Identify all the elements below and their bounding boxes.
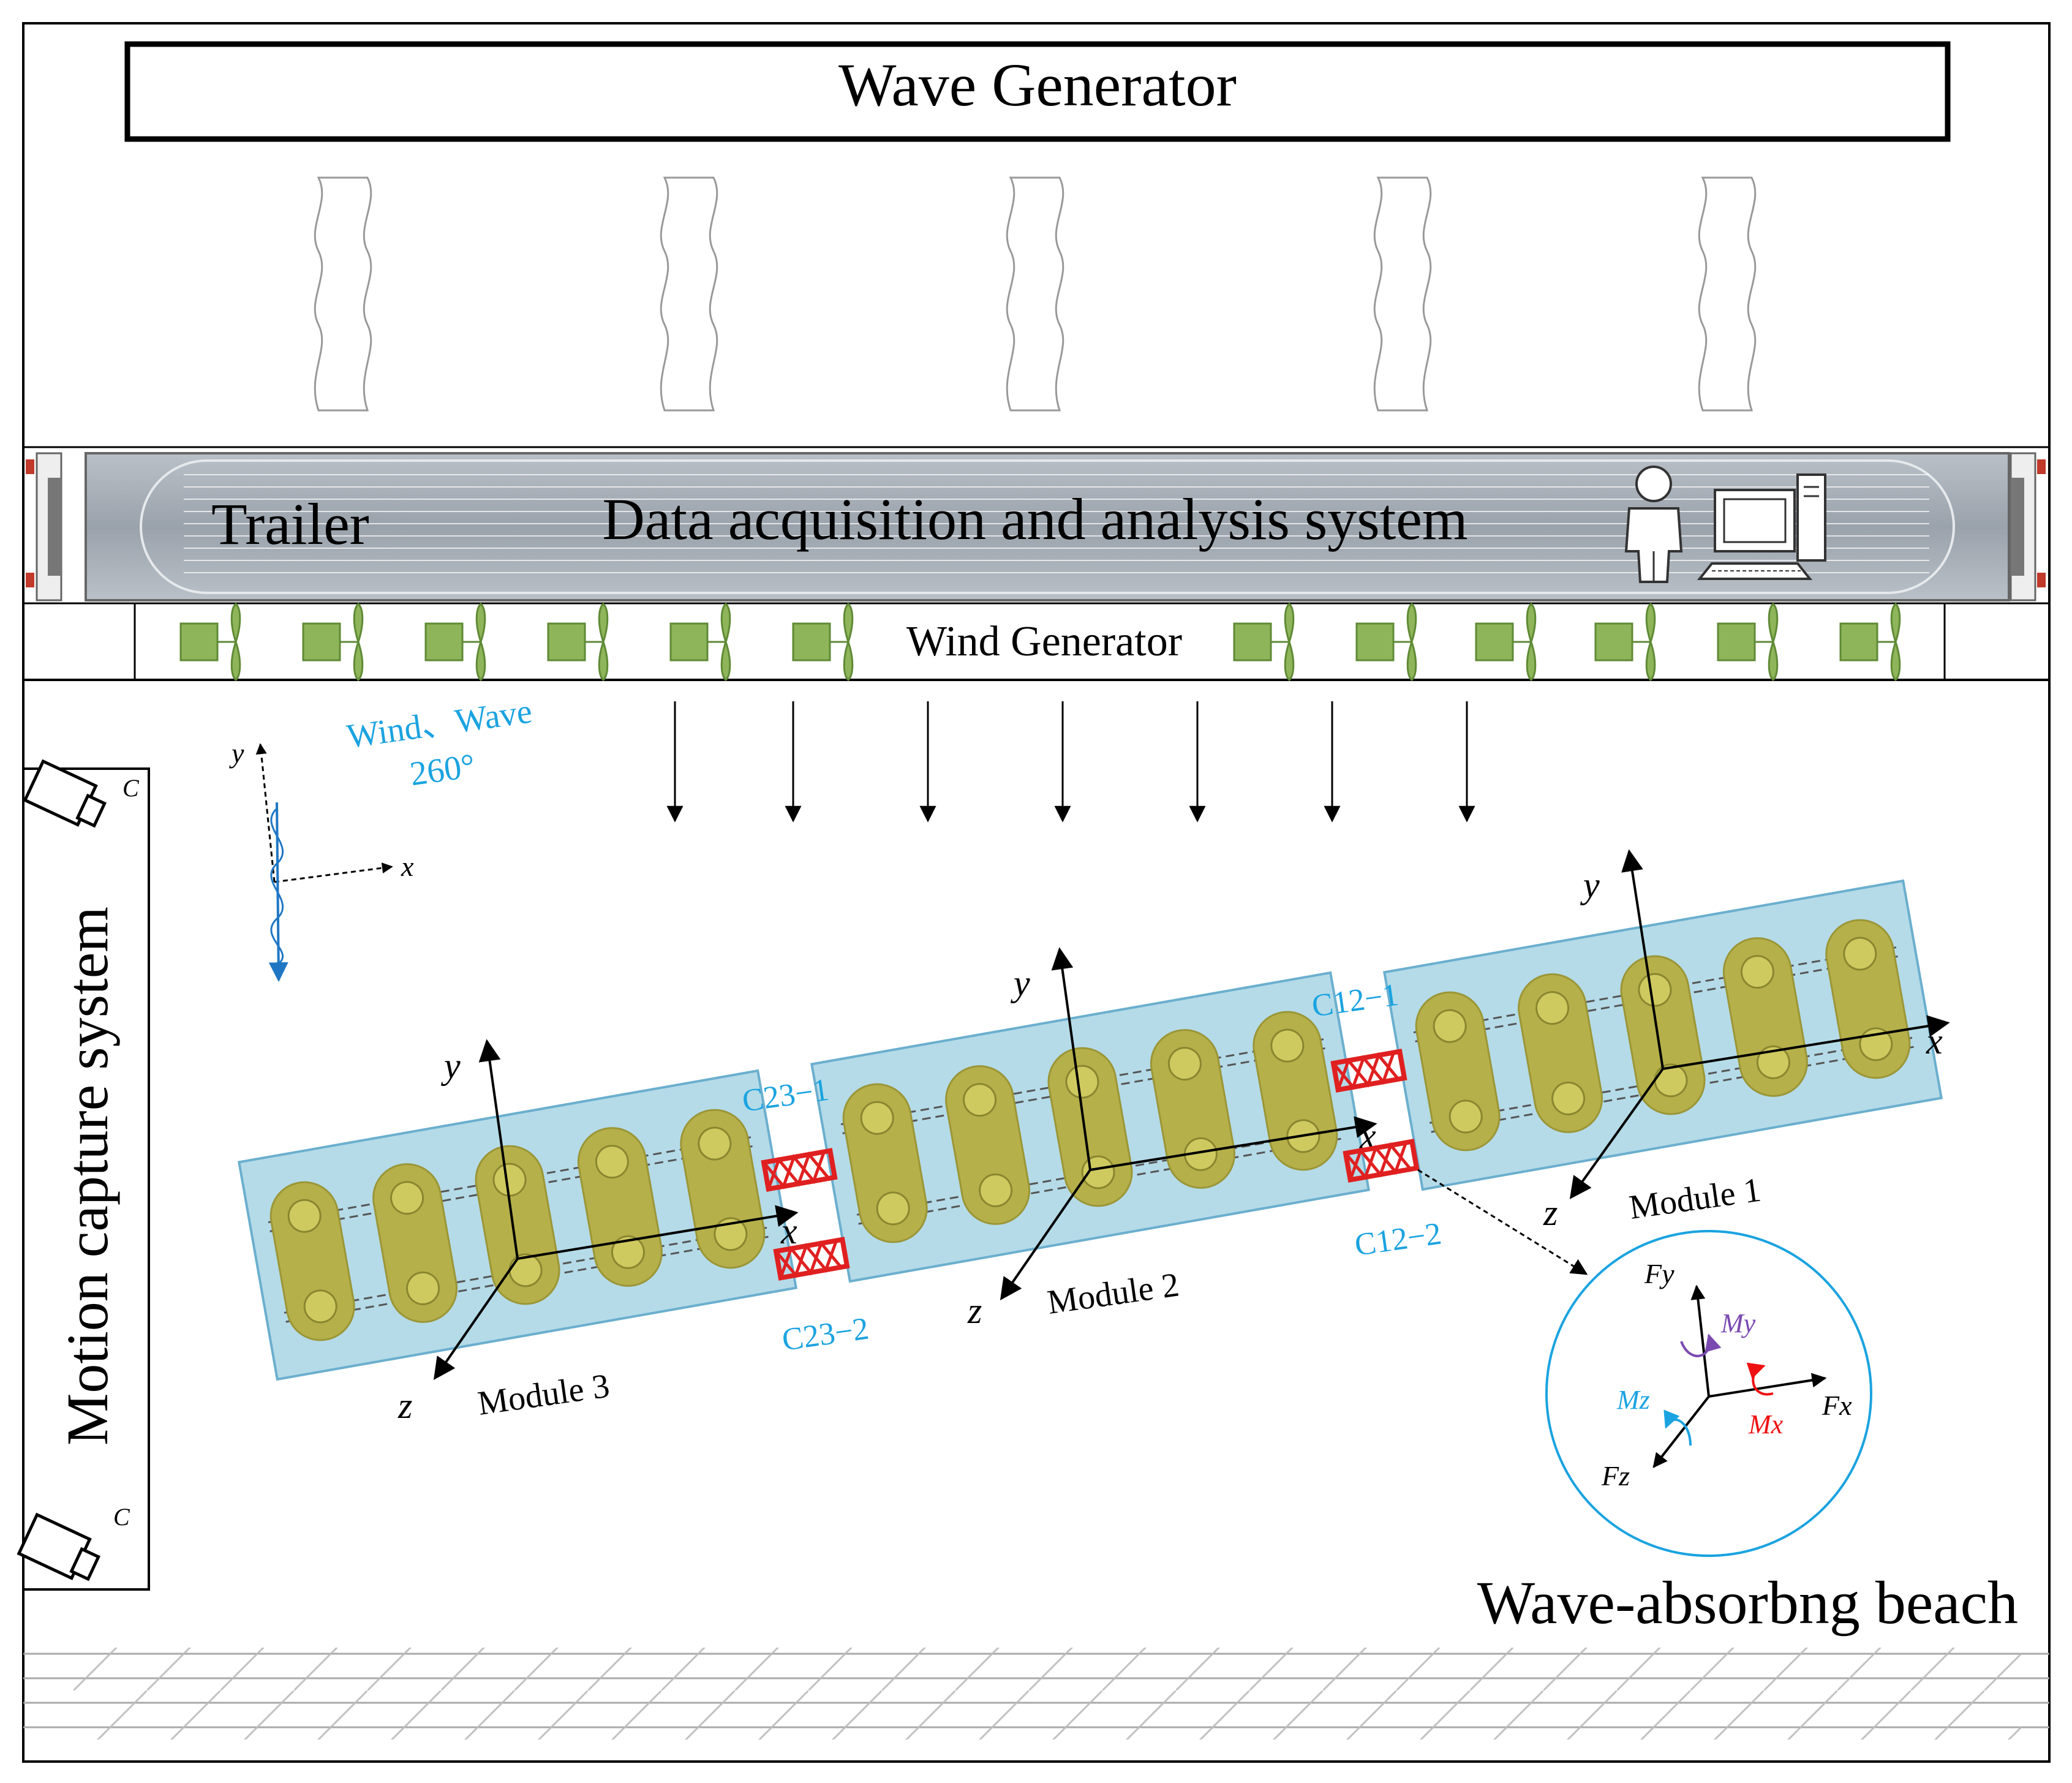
wave-shapes: [314, 176, 1757, 412]
direction-angle: 260°: [407, 747, 477, 793]
motion-capture-label: Motion capture system: [55, 907, 120, 1446]
wind-generator-label: Wind Generator: [906, 618, 1182, 665]
beach-label: Wave-absorbng beach: [1477, 1569, 2018, 1637]
force-fx: Fx: [1821, 1390, 1852, 1421]
camera-mark: C: [113, 1503, 130, 1531]
trailer-label: Trailer: [211, 491, 369, 557]
module-1-label: Module 1: [1627, 1170, 1763, 1226]
moment-my: My: [1720, 1308, 1756, 1338]
dir-axis-y: y: [229, 737, 244, 769]
wave-icon: [1373, 176, 1432, 412]
force-fy: Fy: [1644, 1258, 1675, 1289]
direction-label: Wind、Wave: [345, 692, 535, 756]
module-1: y x z Module 1: [1382, 849, 1950, 1233]
moment-mx: Mx: [1748, 1409, 1784, 1439]
wave-icon: [1006, 176, 1064, 412]
wave-absorbing-beach: Wave-absorbng beach: [23, 1569, 2049, 1740]
moment-mz: Mz: [1616, 1385, 1650, 1415]
m3-axis-x: x: [780, 1211, 797, 1251]
m1-axis-x: x: [1926, 1021, 1943, 1061]
c12-2-label: C12−2: [1352, 1216, 1444, 1263]
person-icon: [1624, 466, 1683, 583]
computer-icon: [1697, 473, 1826, 580]
motion-capture-system: C C Motion capture system: [19, 761, 150, 1591]
wave-generator: Wave Generator: [124, 41, 1951, 142]
dir-axis-x: x: [401, 851, 414, 882]
system-label: Data acquisition and analysis system: [602, 486, 1467, 552]
force-fz: Fz: [1601, 1460, 1630, 1491]
wind-generator: Wind Generator: [23, 602, 2049, 681]
m1-axis-y: y: [1580, 865, 1600, 905]
wave-generator-label: Wave Generator: [838, 51, 1237, 119]
m2-axis-z: z: [967, 1291, 982, 1331]
connector-c12-1: [1330, 1049, 1407, 1093]
module-2: y x z Module 2: [810, 947, 1377, 1331]
connector-c12-2: [1343, 1139, 1420, 1183]
connector-c23-2: [773, 1237, 850, 1281]
m3-axis-z: z: [397, 1385, 412, 1426]
c23-2-label: C23−2: [780, 1311, 871, 1358]
wind-arrows: [666, 701, 1475, 823]
trailer: Trailer Data acquisition and analysis sy…: [23, 446, 2049, 601]
module-2-label: Module 2: [1045, 1265, 1181, 1321]
connector-c23-1: [761, 1148, 838, 1192]
m2-axis-y: y: [1010, 963, 1030, 1003]
m3-axis-y: y: [440, 1046, 461, 1086]
wave-icon: [314, 176, 372, 412]
direction-indicator: y x Wind、Wave 260°: [229, 692, 535, 982]
force-detail: Fy Fx Fz My Mx Mz: [1545, 1230, 1872, 1557]
m1-axis-z: z: [1543, 1193, 1558, 1233]
wave-icon: [1698, 176, 1757, 412]
module-3-label: Module 3: [475, 1366, 612, 1422]
wave-icon: [660, 176, 718, 412]
camera-mark: C: [122, 774, 140, 802]
module-3: y x z Module 3: [237, 1039, 799, 1426]
